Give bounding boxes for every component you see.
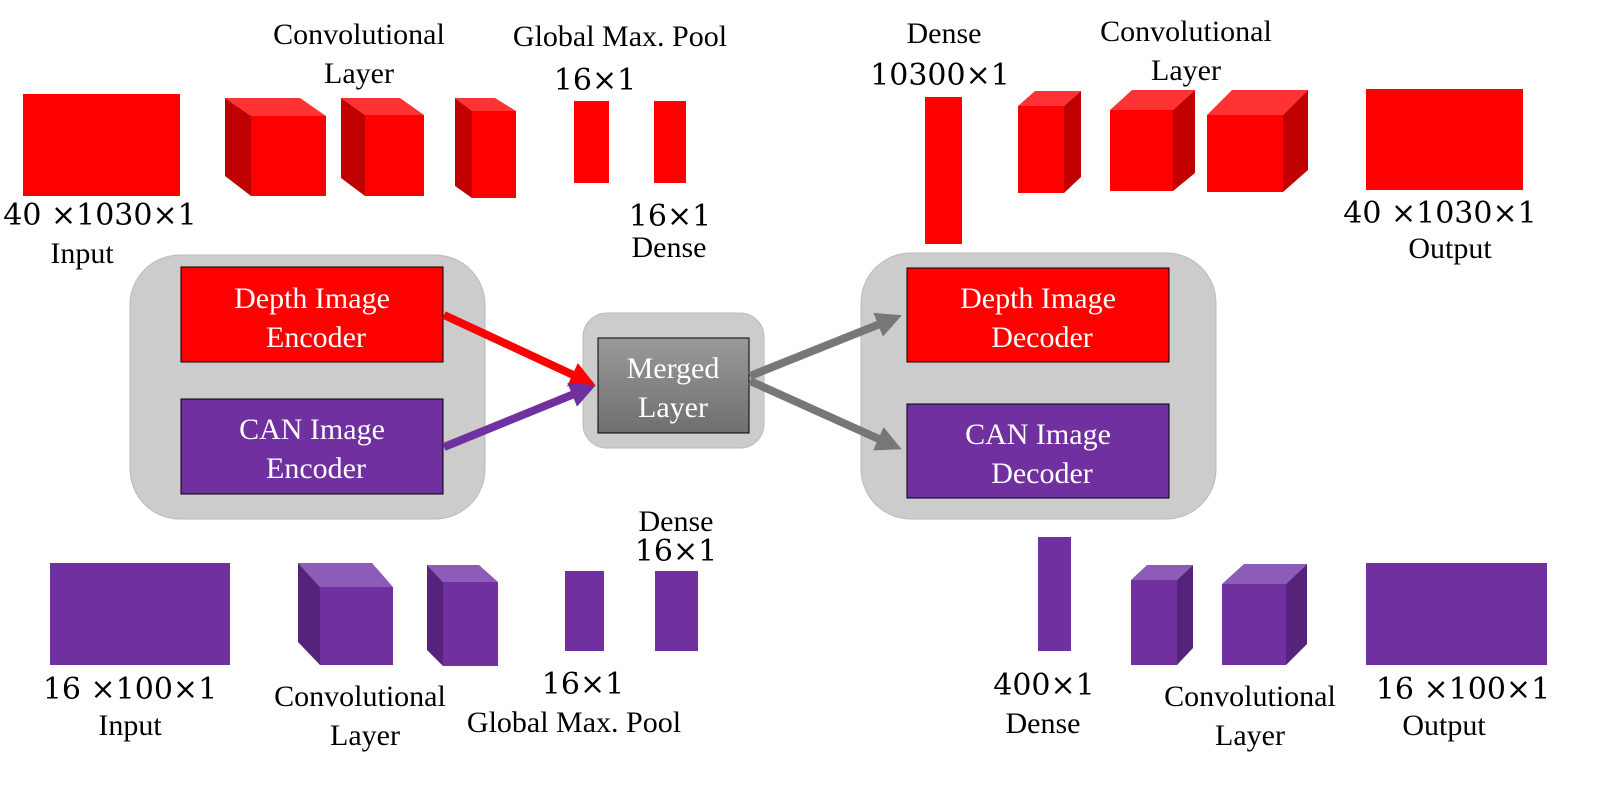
top-input-label: Input [50, 237, 114, 270]
bot-input-dim: 16 ×100×1 [43, 672, 217, 707]
top-conv-label-1: Convolutional [273, 18, 445, 51]
merged-layer-label-1: Merged [627, 352, 720, 385]
depth-conv-cube-1 [225, 98, 326, 196]
can-conv-cube-1 [298, 563, 393, 665]
top-conv-label-2: Layer [324, 57, 394, 90]
can-decoder-conv-cube-2 [1222, 564, 1307, 665]
can-image-encoder-label-1: CAN Image [239, 413, 385, 446]
depth-output-block [1366, 89, 1523, 190]
bot-gmp-dim: 16×1 [542, 667, 624, 702]
bot-input-label: Input [98, 709, 162, 742]
top-dec-conv-label-2: Layer [1151, 54, 1221, 87]
bot-output-dim: 16 ×100×1 [1376, 672, 1550, 707]
bot-dense-label: Dense [639, 505, 714, 538]
bot-conv-label-1: Convolutional [274, 680, 446, 713]
depth-global-max-pool-block [574, 101, 609, 183]
can-dense-block [655, 571, 698, 651]
top-dec-dense-dim: 10300×1 [870, 58, 1010, 93]
can-image-decoder-label-1: CAN Image [965, 418, 1111, 451]
depth-conv-cube-3 [455, 98, 516, 198]
top-input-dim: 40 ×1030×1 [3, 198, 196, 233]
depth-decoder-conv-cube-1 [1018, 91, 1081, 193]
top-gmp-dim: 16×1 [554, 63, 636, 98]
can-output-block [1366, 563, 1547, 665]
can-decoder-conv-cube-1 [1131, 565, 1193, 665]
bot-dec-dense-dim: 400×1 [993, 668, 1094, 703]
bot-gmp-label: Global Max. Pool [467, 706, 681, 739]
bot-dec-dense-label: Dense [1006, 707, 1081, 740]
depth-image-decoder-label-1: Depth Image [960, 282, 1116, 315]
can-image-encoder-box [180, 398, 444, 495]
depth-image-encoder-label-1: Depth Image [234, 282, 390, 315]
top-dec-conv-label-1: Convolutional [1100, 15, 1272, 48]
top-output-label: Output [1408, 232, 1492, 265]
bot-dec-conv-label-2: Layer [1215, 719, 1285, 752]
top-dense-label: Dense [632, 231, 707, 264]
bot-conv-label-2: Layer [330, 719, 400, 752]
merged-to-depth-decoder-arrow [748, 312, 902, 380]
depth-input-block [23, 94, 180, 196]
depth-image-decoder-label-2: Decoder [991, 321, 1093, 354]
top-dec-dense-label: Dense [907, 17, 982, 50]
can-image-encoder-label-2: Encoder [266, 452, 366, 485]
depth-image-encoder-box [180, 266, 444, 363]
depth-dense-block [654, 101, 686, 183]
can-input-block [50, 563, 230, 665]
depth-encoder-to-merged-arrow [442, 311, 596, 387]
bot-dec-conv-label-1: Convolutional [1164, 680, 1336, 713]
depth-decoder-conv-cube-2 [1110, 90, 1195, 191]
depth-conv-cube-2 [341, 98, 424, 196]
can-decoder-dense-block [1038, 537, 1071, 651]
merged-layer-box [597, 337, 750, 434]
merged-layer-label-2: Layer [638, 391, 708, 424]
depth-decoder-dense-block [925, 97, 962, 244]
top-gmp-label: Global Max. Pool [513, 20, 727, 53]
bot-output-label: Output [1402, 709, 1486, 742]
depth-decoder-conv-cube-3 [1207, 90, 1308, 192]
depth-image-decoder-box [906, 267, 1170, 363]
merged-to-can-decoder-arrow [748, 377, 902, 451]
depth-image-encoder-label-2: Encoder [266, 321, 366, 354]
can-encoder-to-merged-arrow [442, 382, 596, 451]
can-image-decoder-box [906, 403, 1170, 499]
bot-dense-dim: 16×1 [635, 534, 717, 569]
can-conv-cube-2 [427, 565, 498, 666]
top-dense-dim: 16×1 [629, 199, 711, 234]
top-output-dim: 40 ×1030×1 [1343, 196, 1536, 231]
can-global-max-pool-block [565, 571, 604, 651]
can-image-decoder-label-2: Decoder [991, 457, 1093, 490]
